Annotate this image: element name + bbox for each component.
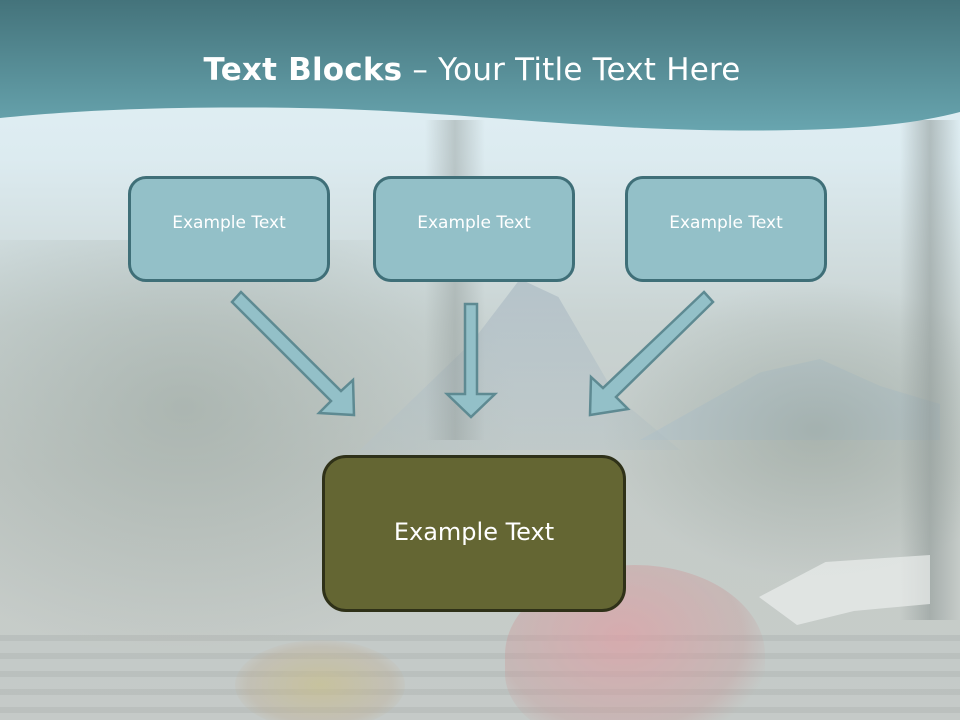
arrow-down-icon xyxy=(443,302,499,419)
text-block-3-label: Example Text xyxy=(669,213,783,233)
background-mountain-far xyxy=(640,359,940,440)
center-text-block[interactable]: Example Text xyxy=(322,455,626,612)
title-band: Text Blocks – Your Title Text Here xyxy=(0,0,960,140)
arrow-down-right-icon xyxy=(230,290,356,417)
center-text-block-label: Example Text xyxy=(393,517,555,546)
text-block-1[interactable]: Example Text xyxy=(128,176,330,282)
background-railing xyxy=(0,635,960,720)
wave-band-shape xyxy=(0,0,960,131)
title-bold: Text Blocks xyxy=(203,52,403,88)
background-mountain xyxy=(360,279,680,450)
text-block-3[interactable]: Example Text xyxy=(625,176,827,282)
background-palm-right xyxy=(900,120,960,620)
text-block-2[interactable]: Example Text xyxy=(373,176,575,282)
arrow-down-left-icon xyxy=(588,290,715,417)
title-separator: – xyxy=(402,52,439,88)
page-title: Text Blocks – Your Title Text Here xyxy=(0,52,944,88)
background-umbrella xyxy=(759,555,930,625)
text-block-1-label: Example Text xyxy=(172,213,286,233)
text-block-2-label: Example Text xyxy=(417,213,531,233)
background-fruit-bowl xyxy=(235,640,405,720)
background-trees-right xyxy=(600,280,960,580)
title-regular: Your Title Text Here xyxy=(438,52,741,88)
